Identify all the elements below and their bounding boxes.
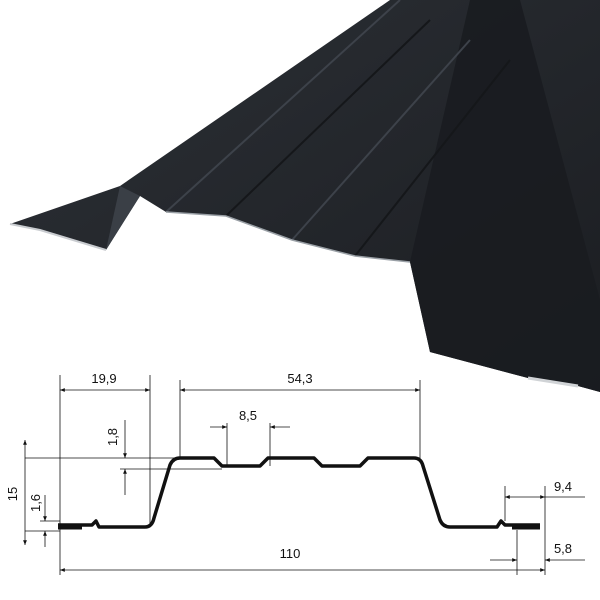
- dim-groove-depth: 1,8: [105, 428, 120, 446]
- dim-left-flange-width: 19,9: [91, 371, 116, 386]
- metal-sheet-3d: [9, 0, 600, 392]
- dim-flange-thickness: 1,6: [28, 494, 43, 512]
- dim-total-width: 110: [280, 546, 301, 561]
- dim-right-flange-width: 9,4: [554, 479, 572, 494]
- profile-cross-section: [58, 456, 540, 529]
- dimension-lines: [23, 375, 585, 575]
- dim-groove-width: 8,5: [239, 408, 257, 423]
- dim-top-width: 54,3: [287, 371, 312, 386]
- dim-total-height: 15: [5, 487, 20, 501]
- dim-right-lap-width: 5,8: [554, 541, 572, 556]
